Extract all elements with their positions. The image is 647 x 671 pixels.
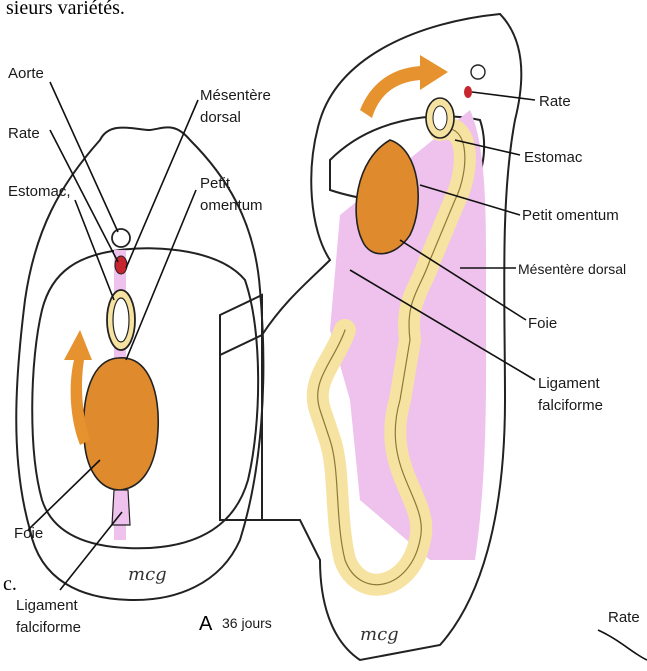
aorta [112,229,130,247]
signature-left: mcg [128,564,167,585]
liver [356,140,418,254]
right-3d-view: Rate Estomac Petit omentum Mésentère dor… [199,14,647,660]
label-mesentere-dorsal: Mésentère dorsal [518,261,626,277]
label-petit-1: Petit [200,175,231,192]
label-foie: Foie [528,315,557,332]
age-label: 36 jours [222,615,272,631]
label-estomac: Estomac [524,149,583,166]
aorta [471,65,485,79]
side-char: c. [3,573,17,595]
label-petit-2: omentum [200,197,263,214]
stomach-lumen [113,298,129,342]
falciform-ligament [112,490,130,525]
label-foie: Foie [14,525,43,542]
label-ligament-2: falciforme [16,619,81,636]
label-ligament-1: Ligament [538,375,601,392]
bottom-right-fragment [598,630,647,660]
leader-foie [28,460,100,530]
label-mesentere-1: Mésentère [200,87,271,104]
label-estomac: Estomac, [8,183,71,200]
liver [84,358,159,490]
spleen [464,86,472,98]
leader-mesentere [126,100,198,268]
leader-aorte [50,82,118,232]
label-ligament-1: Ligament [16,597,79,614]
panel-letter: A [199,613,213,635]
label-rate: Rate [8,125,40,142]
label-mesentere-2: dorsal [200,109,241,126]
label-rate-bottom: Rate [608,609,640,626]
label-petit-omentum: Petit omentum [522,207,619,224]
leader-petit [126,190,196,360]
stomach-lumen [433,106,447,130]
signature-right: mcg [360,624,399,645]
top-text: sieurs variétés. [6,0,125,19]
leader-rate [472,92,535,100]
label-ligament-2: falciforme [538,397,603,414]
label-rate: Rate [539,93,571,110]
leader-ligament [60,512,122,590]
label-aorte: Aorte [8,65,44,82]
